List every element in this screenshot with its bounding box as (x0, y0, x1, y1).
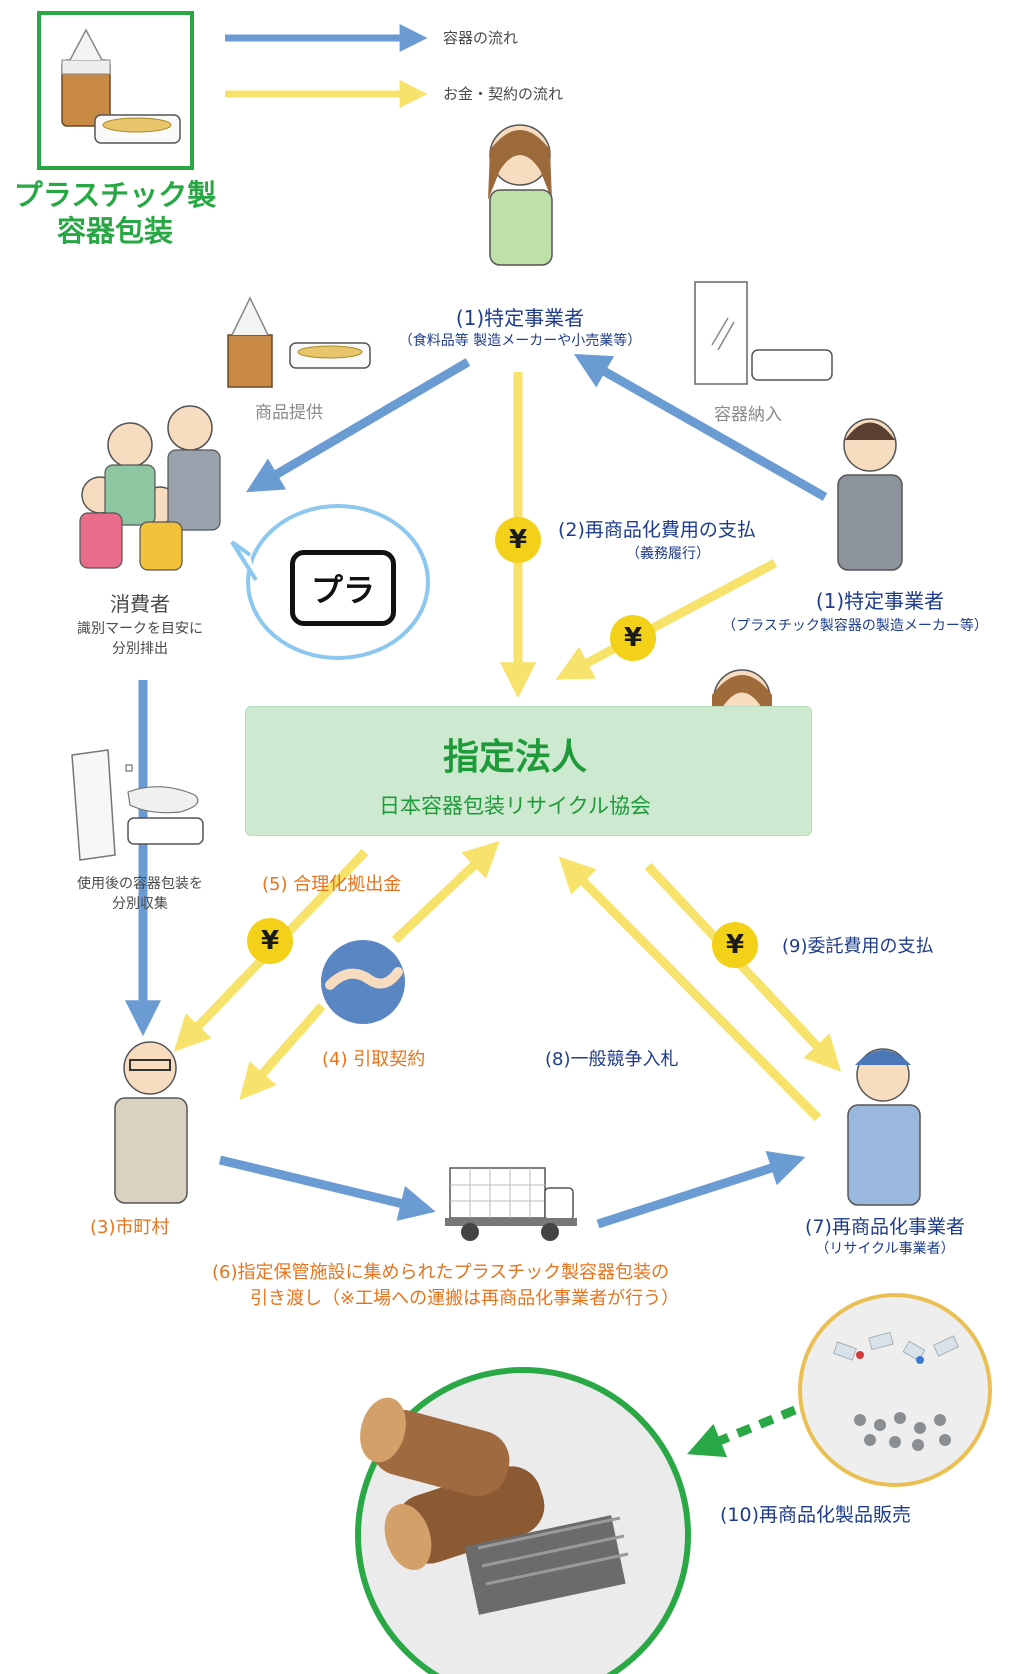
corporation-sub: 日本容器包装リサイクル協会 (379, 794, 651, 818)
product-title-line1: プラスチック製 (13, 178, 217, 212)
yen-icon-step2-b2: ¥ (610, 615, 656, 661)
bread-bag-icon (61, 28, 111, 127)
municipality-title: (3)市町村 (90, 1217, 170, 1238)
goods-supply-label: 商品提供 (255, 403, 323, 423)
plastic-recycle-mark-icon: プラ (290, 550, 396, 626)
arrow-step4-to-corp (391, 840, 500, 944)
arrow-goods-supply (246, 358, 471, 493)
step5-label: (5) 合理化拠出金 (262, 874, 402, 895)
goods-illustration (227, 296, 371, 388)
consumer-sub-line1: 識別マークを目安に (77, 621, 203, 637)
recycled-materials-circle (798, 1293, 992, 1487)
arrow-step10-resale (687, 1405, 797, 1458)
business2-person (837, 418, 903, 571)
container-delivery-label: 容器納入 (714, 405, 782, 425)
food-tray-icon (94, 114, 181, 144)
step4-label: (4) 引取契約 (322, 1049, 426, 1070)
used-packaging-illustration (71, 749, 204, 861)
business2-sub: （プラスチック製容器の製造メーカー等） (722, 618, 988, 634)
truck-icon (445, 1167, 577, 1241)
legend-money-flow: お金・契約の流れ (443, 85, 564, 103)
step2-title: (2)再商品化費用の支払 (558, 519, 756, 541)
handshake-icon (321, 940, 405, 1024)
consumer-family (79, 405, 221, 571)
used-collection-line1: 使用後の容器包装を (77, 876, 203, 892)
business1-sub: （食料品等 製造メーカーや小売業等） (398, 333, 642, 349)
municipality-person (114, 1041, 188, 1204)
step2-sub: （義務履行） (626, 546, 710, 562)
step6-line2: 引き渡し（※工場への運搬は再商品化事業者が行う） (250, 1288, 680, 1309)
consumer-sub-line2: 分別排出 (112, 641, 168, 657)
business1-person (488, 124, 553, 266)
consumer-title: 消費者 (110, 592, 170, 616)
corporation-title: 指定法人 (442, 737, 587, 778)
recycler-person (847, 1048, 921, 1206)
arrow-step2-payment-b2 (555, 559, 778, 680)
legend-container-flow: 容器の流れ (443, 29, 519, 47)
business2-title: (1)特定事業者 (815, 589, 945, 613)
designated-corporation-box (245, 706, 812, 836)
recycler-title: (7)再商品化事業者 (805, 1216, 965, 1238)
arrow-container-delivery (573, 353, 828, 501)
arrow-step4-to-municipality (239, 1003, 326, 1101)
pallet-icon (464, 1515, 629, 1615)
yen-icon-step2: ¥ (495, 517, 541, 563)
logs-icon (360, 1397, 545, 1571)
step9-label: (9)委託費用の支払 (782, 936, 934, 957)
used-collection-line2: 分別収集 (112, 896, 168, 912)
arrow-step8-bidding (558, 856, 822, 1122)
step6-line1: (6)指定保管施設に集められたプラスチック製容器包装の (212, 1262, 670, 1283)
step8-label: (8)一般競争入札 (545, 1049, 679, 1070)
business1-title: (1)特定事業者 (455, 306, 585, 330)
product-title-line2: 容器包装 (56, 214, 173, 248)
step10-label: (10)再商品化製品販売 (720, 1504, 912, 1526)
container-illustration (694, 281, 833, 385)
yen-icon-step5: ¥ (247, 918, 293, 964)
recycle-mark-text: プラ (310, 571, 375, 609)
arrow-municipality-to-truck (218, 1155, 436, 1221)
yen-icon-step9: ¥ (712, 922, 758, 968)
recycler-sub: （リサイクル事業者） (815, 1241, 955, 1257)
arrow-truck-to-recycler (596, 1150, 806, 1229)
